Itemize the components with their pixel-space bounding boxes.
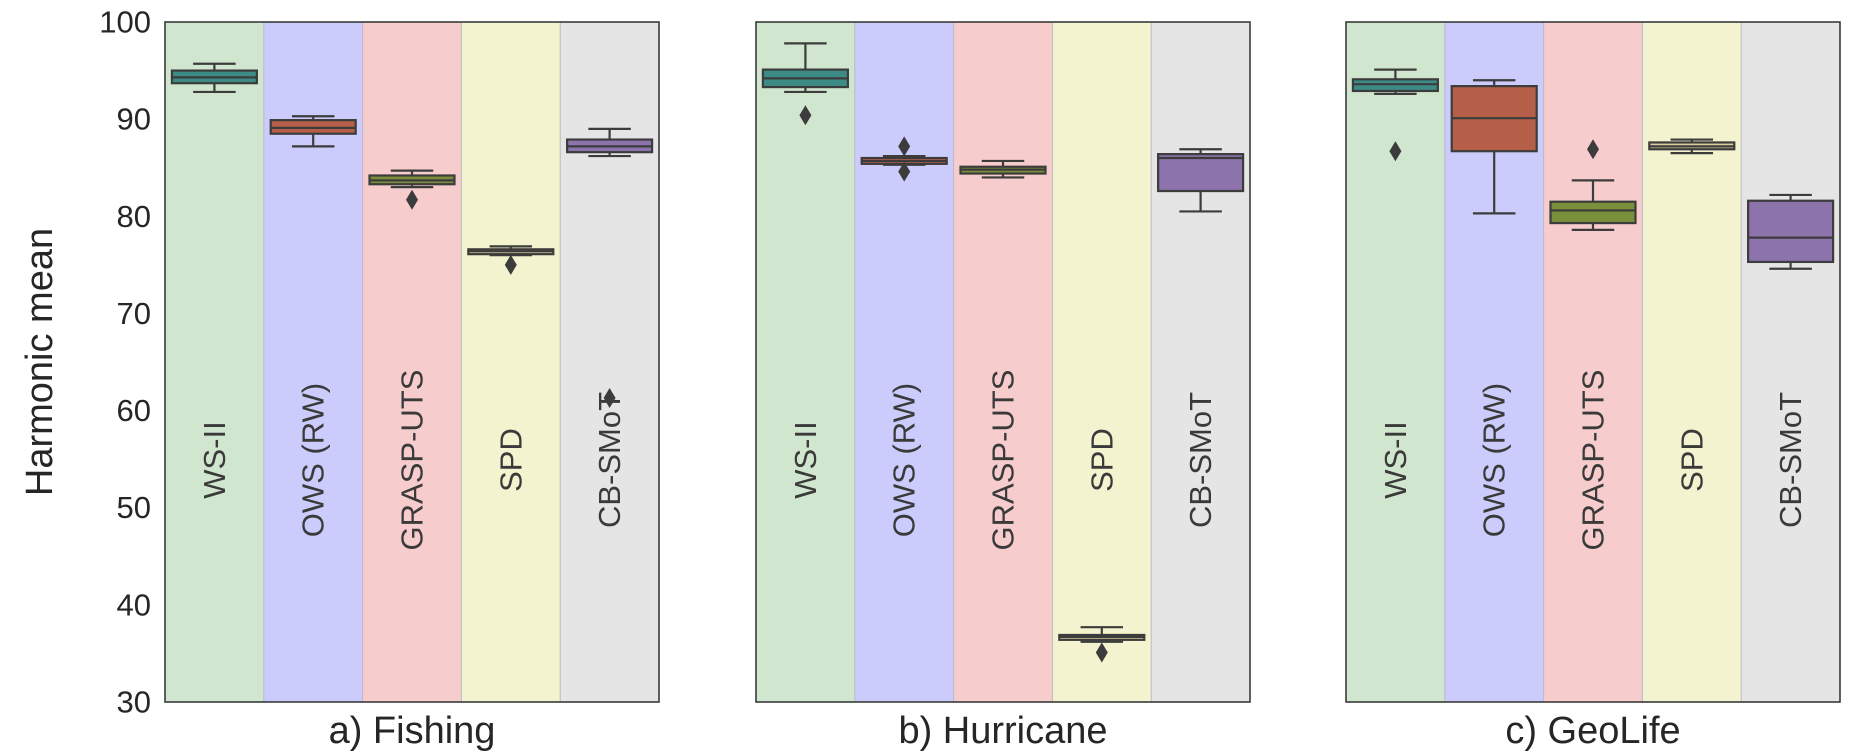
box-iqr xyxy=(1747,199,1835,264)
category-band xyxy=(854,22,954,702)
category-band xyxy=(362,22,462,702)
box-grasp-uts xyxy=(959,159,1047,179)
box-spd xyxy=(1648,138,1736,155)
category-band xyxy=(1642,22,1742,702)
category-label: CB-SMoT xyxy=(592,392,627,528)
category-band xyxy=(560,22,659,702)
category-label: OWS (RW) xyxy=(296,383,331,537)
box-spd xyxy=(467,245,555,275)
category-band xyxy=(1346,22,1445,702)
category-label: SPD xyxy=(1084,428,1119,492)
box-ows-rw- xyxy=(860,136,948,182)
category-label: GRASP-UTS xyxy=(986,370,1021,551)
outlier-point xyxy=(1389,141,1402,162)
category-label: WS-II xyxy=(197,421,232,499)
y-tick-label: 80 xyxy=(117,199,151,234)
category-band xyxy=(1543,22,1643,702)
y-tick-label: 60 xyxy=(117,393,151,428)
panel-frame xyxy=(1345,21,1841,703)
category-label: SPD xyxy=(1674,428,1709,492)
panel-title: c) GeoLife xyxy=(1505,710,1680,752)
category-band xyxy=(165,22,264,702)
box-ows-rw- xyxy=(269,115,357,148)
box-ows-rw- xyxy=(1450,79,1538,215)
outlier-point xyxy=(603,387,616,408)
outlier-point xyxy=(799,105,812,126)
box-iqr xyxy=(1549,200,1637,225)
panel-title: b) Hurricane xyxy=(898,710,1107,752)
outlier-point xyxy=(898,136,911,157)
box-ws-ii xyxy=(761,42,849,126)
category-label: CB-SMoT xyxy=(1773,392,1808,528)
panel-geolife: WS-II OWS (RW) GRASP-UTS SPD CB-SMoT c) GeoLi… xyxy=(1345,21,1841,752)
category-band xyxy=(1151,22,1250,702)
category-label: WS-II xyxy=(1378,421,1413,499)
y-axis-ticks: 30 40 50 60 70 80 90 100 xyxy=(99,5,151,720)
y-tick-label: 30 xyxy=(117,685,151,720)
category-label: GRASP-UTS xyxy=(395,370,430,551)
category-band xyxy=(953,22,1053,702)
panel-frame xyxy=(755,21,1251,703)
box-ws-ii xyxy=(1351,68,1439,162)
category-label: OWS (RW) xyxy=(887,383,922,537)
category-band xyxy=(1052,22,1152,702)
y-tick-label: 90 xyxy=(117,102,151,137)
category-label: OWS (RW) xyxy=(1477,383,1512,537)
category-band xyxy=(1741,22,1840,702)
panel-fishing: WS-II OWS (RW) GRASP-UTS SPD CB-SMoT a) Fishi… xyxy=(164,21,660,752)
panel-frame xyxy=(164,21,660,703)
box-cb-smot xyxy=(1157,148,1245,213)
outlier-point xyxy=(898,161,911,182)
y-tick-label: 100 xyxy=(99,5,151,40)
outlier-point xyxy=(504,254,517,275)
category-label: WS-II xyxy=(788,421,823,499)
category-label: SPD xyxy=(493,428,528,492)
box-grasp-uts xyxy=(368,169,456,210)
y-tick-label: 40 xyxy=(117,587,151,622)
box-cb-smot xyxy=(566,127,654,408)
category-band xyxy=(461,22,561,702)
category-label: CB-SMoT xyxy=(1183,392,1218,528)
category-band xyxy=(756,22,855,702)
outlier-point xyxy=(1587,139,1599,160)
box-spd xyxy=(1058,626,1146,663)
box-cb-smot xyxy=(1747,193,1835,270)
panel-hurricane: WS-II OWS (RW) GRASP-UTS SPD CB-SMoT b) Hurri… xyxy=(755,21,1251,752)
y-tick-label: 50 xyxy=(117,490,151,525)
box-iqr xyxy=(1157,153,1245,193)
outlier-point xyxy=(1095,642,1108,663)
y-tick-label: 70 xyxy=(117,296,151,331)
category-label: GRASP-UTS xyxy=(1576,370,1611,551)
y-axis-label: Harmonic mean xyxy=(19,228,61,496)
outlier-point xyxy=(406,189,418,210)
panel-title: a) Fishing xyxy=(329,710,496,752)
box-ws-ii xyxy=(170,62,258,94)
box-grasp-uts xyxy=(1549,139,1637,231)
